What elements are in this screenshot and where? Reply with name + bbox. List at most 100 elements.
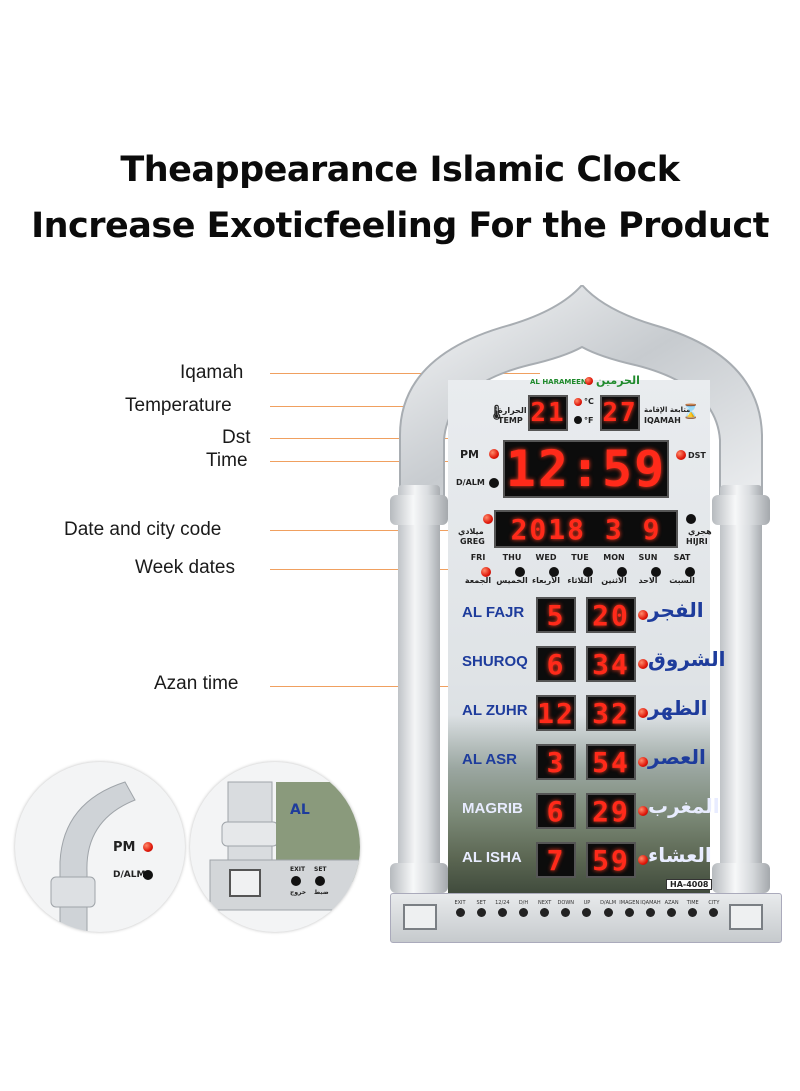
- dalm-indicator: [489, 478, 499, 488]
- prayer-indicator: [638, 855, 648, 865]
- pillar-cap-right-top: [712, 495, 770, 525]
- zoom-set-button[interactable]: [315, 876, 325, 886]
- prayer-hour: 3: [536, 744, 576, 780]
- prayer-hour: 6: [536, 793, 576, 829]
- base-foot-right: [729, 904, 763, 930]
- prayer-minute: 34: [586, 646, 636, 682]
- prayer-name-ar: الفجر: [648, 598, 704, 622]
- weekday-thu-indicator: [515, 567, 525, 577]
- prayer-minute: 20: [586, 597, 636, 633]
- weekday-mon-indicator: [617, 567, 627, 577]
- model-badge: HA-4008: [666, 879, 713, 890]
- btn-imagen[interactable]: IMAGEN: [619, 900, 639, 936]
- btn-next[interactable]: NEXT: [538, 900, 552, 936]
- btn-down[interactable]: DOWN: [558, 900, 574, 936]
- pm-label: PM: [460, 448, 480, 461]
- prayer-name-en: MAGRIB: [462, 800, 523, 817]
- greg-indicator: [483, 514, 493, 524]
- leader-iqamah: [270, 373, 540, 374]
- mecca-scene-background: [448, 715, 710, 895]
- brand-flame-icon: [585, 377, 593, 385]
- prayer-indicator: [638, 610, 648, 620]
- zoom-dalm-indicator: [143, 870, 153, 880]
- zoom-set-label: SET: [314, 866, 327, 873]
- prayer-row-zuhr: AL ZUHR 12 32 الظهر: [448, 693, 710, 733]
- btn-azan[interactable]: AZAN: [665, 900, 679, 936]
- unit-f-label: °F: [584, 416, 594, 425]
- btn-dalm[interactable]: D/ALM: [600, 900, 616, 936]
- callout-temperature: Temperature: [125, 395, 232, 416]
- thermometer-icon: 🌡: [488, 405, 506, 421]
- prayer-row-fajr: AL FAJR 5 20 الفجر: [448, 595, 710, 635]
- zoom-exit-label: EXIT: [290, 866, 306, 873]
- prayer-name-ar: العشاء: [648, 843, 712, 867]
- pillar-detail: [209, 781, 360, 911]
- callout-dst: Dst: [222, 427, 251, 448]
- temp-label-ar: الحرارة: [498, 406, 527, 415]
- unit-c-label: °C: [584, 397, 594, 406]
- btn-dh[interactable]: D/H: [516, 900, 530, 936]
- greg-label-ar: ميلادي: [458, 527, 484, 536]
- iqamah-display: 27: [600, 395, 640, 431]
- weekday-wed-indicator: [549, 567, 559, 577]
- zoom-exit-ar: خروج: [290, 889, 307, 896]
- zoom-detail-base: AL EXIT SET خروج ضبط: [190, 762, 360, 932]
- prayer-row-magrib: MAGRIB 6 29 المغرب: [448, 791, 720, 831]
- leader-temperature: [270, 406, 532, 407]
- zoom-pm-indicator: [143, 842, 153, 852]
- prayer-name-ar: الظهر: [648, 696, 708, 720]
- prayer-name-en: AL ZUHR: [462, 702, 528, 719]
- temperature-display: 21: [528, 395, 568, 431]
- brand-en: AL HARAMEEN: [530, 378, 587, 386]
- prayer-indicator: [638, 757, 648, 767]
- leader-week-dates: [270, 569, 480, 570]
- callout-iqamah: Iqamah: [180, 362, 244, 383]
- pillar-left: [398, 485, 440, 875]
- callout-date-city: Date and city code: [64, 519, 222, 540]
- prayer-hour: 12: [536, 695, 576, 731]
- prayer-name-en: AL ASR: [462, 751, 518, 768]
- prayer-row-asr: AL ASR 3 54 العصر: [448, 742, 710, 782]
- temp-label-en: TEMP: [498, 416, 523, 425]
- prayer-name-ar: العصر: [648, 745, 706, 769]
- prayer-row-shuroq: SHUROQ 6 34 الشروق: [448, 644, 725, 684]
- btn-set[interactable]: SET: [474, 900, 488, 936]
- btn-12-24[interactable]: 12/24: [495, 900, 510, 936]
- zoom-set-ar: ضبط: [314, 889, 329, 896]
- callout-time: Time: [206, 450, 248, 471]
- hijri-label-en: HIJRI: [686, 537, 708, 546]
- hijri-label-ar: هجري: [688, 527, 712, 536]
- weekday-tue-indicator: [583, 567, 593, 577]
- btn-iqamah[interactable]: IQAMAH: [640, 900, 661, 936]
- btn-exit[interactable]: EXIT: [453, 900, 467, 936]
- zoom-exit-button[interactable]: [291, 876, 301, 886]
- prayer-name-en: SHUROQ: [462, 653, 528, 670]
- prayer-hour: 7: [536, 842, 576, 878]
- btn-city[interactable]: CITY: [707, 900, 721, 936]
- pillar-cap-left-top: [390, 495, 448, 525]
- dalm-label: D/ALM: [456, 478, 485, 487]
- weekday-fri-indicator: [481, 567, 491, 577]
- pm-indicator: [489, 449, 499, 459]
- weekday-sun-indicator: [651, 567, 661, 577]
- clock-product: AL HARAMEEN الحرمين 🌡 الحرارة TEMP 21 °C…: [390, 285, 790, 945]
- callout-week-dates: Week dates: [135, 557, 235, 578]
- leader-time: [270, 461, 508, 462]
- btn-up[interactable]: UP: [580, 900, 594, 936]
- prayer-hour: 5: [536, 597, 576, 633]
- prayer-minute: 29: [586, 793, 636, 829]
- zoom-dalm-label: D/ALM: [113, 870, 146, 880]
- prayer-minute: 59: [586, 842, 636, 878]
- iqamah-label-en: IQAMAH: [644, 416, 681, 425]
- prayer-name-ar: الشروق: [648, 647, 726, 671]
- prayer-indicator: [638, 806, 648, 816]
- brand-ar: الحرمين: [596, 374, 640, 387]
- zoom-pm-label: PM: [113, 840, 136, 855]
- btn-time[interactable]: TIME: [686, 900, 700, 936]
